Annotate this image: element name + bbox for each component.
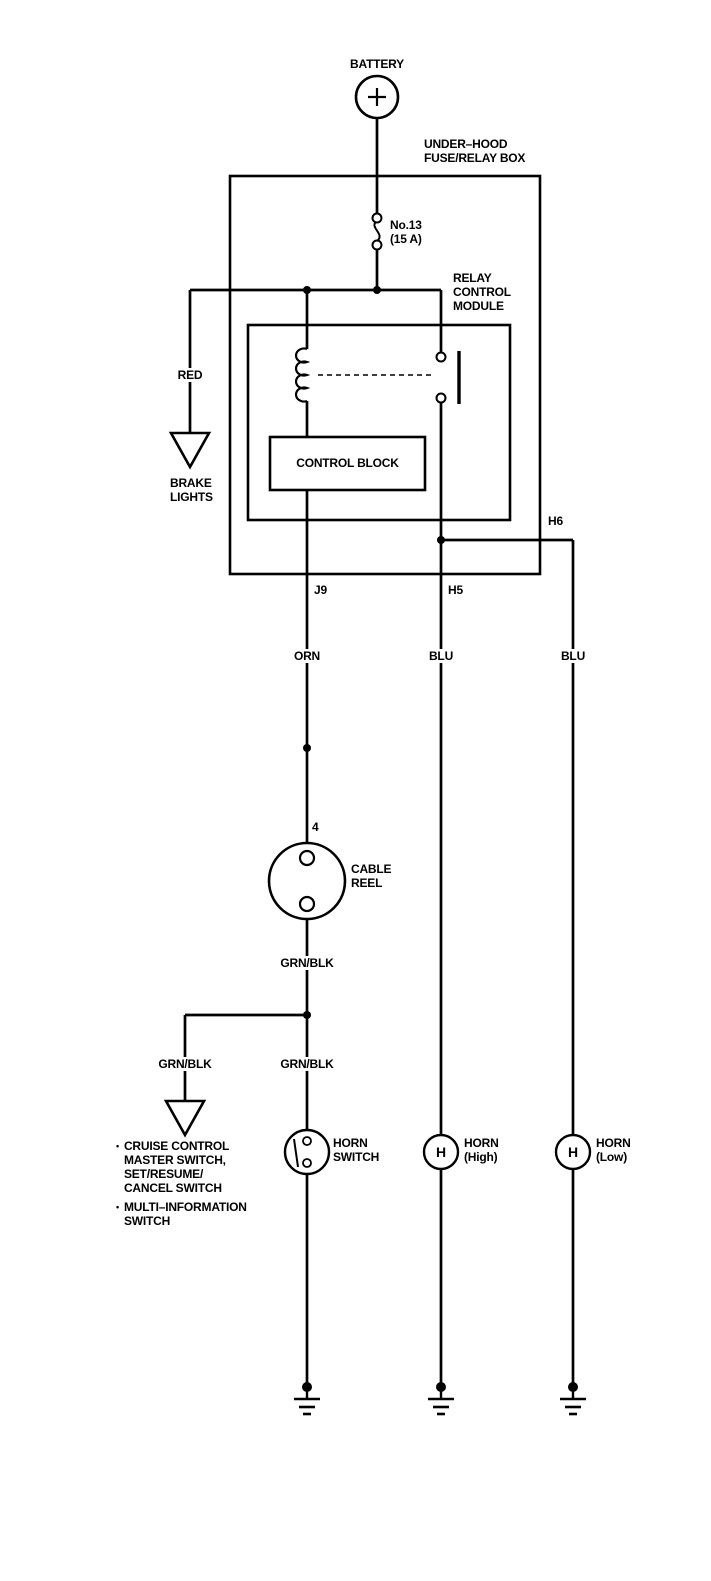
fuse-terminal-bottom-icon (371, 239, 383, 251)
relay-coil-symbol (294, 347, 311, 403)
battery-plus-icon (368, 88, 386, 106)
control-block-label: CONTROL BLOCK (296, 456, 399, 470)
switch-list-item: • MULTI–INFORMATION SWITCH (116, 1200, 291, 1228)
junction-dot (303, 744, 311, 752)
junction-dots (303, 286, 445, 1019)
brake-lights-label: BRAKE LIGHTS (170, 476, 213, 505)
wire-grnblk-upper-label: GRN/BLK (274, 956, 340, 971)
horn-switch-contact-top-icon (302, 1136, 312, 1146)
horn-high-label: HORN (High) (464, 1136, 499, 1165)
horn-low-label: HORN (Low) (596, 1136, 631, 1165)
bullet-icon: • (116, 1141, 119, 1151)
horn-switch-lever (293, 1138, 299, 1168)
wire-red-label: RED (168, 368, 212, 383)
junction-dot (303, 1011, 311, 1019)
ground-symbol-horn-low (560, 1382, 586, 1416)
switch-destination-list: • CRUISE CONTROL MASTER SWITCH, SET/RESU… (116, 1139, 291, 1228)
horn-low-circle (554, 1133, 592, 1171)
junction-dot (303, 286, 311, 294)
ground-symbol-horn-high (428, 1382, 454, 1416)
relay-module-outline (246, 323, 512, 522)
enclosures (228, 174, 542, 576)
connector-h5-label: H5 (448, 583, 463, 597)
relay-contact-top-icon (435, 351, 447, 363)
fuse-element (373, 220, 381, 242)
switch-list-item-text: CRUISE CONTROL MASTER SWITCH, SET/RESUME… (123, 1139, 230, 1196)
relay-control-module-label: RELAY CONTROL MODULE (453, 271, 511, 314)
cruise-switch-arrow-icon (163, 1099, 207, 1138)
horn-switch-label: HORN SWITCH (333, 1136, 380, 1165)
horn-low-h-symbol: H (568, 1144, 578, 1160)
cable-reel-symbol (267, 841, 347, 921)
wire-grnblk-right-label: GRN/BLK (274, 1057, 340, 1072)
fuse-relay-box-label: UNDER–HOOD FUSE/RELAY BOX (424, 137, 526, 166)
junction-dot (437, 536, 445, 544)
battery-label: BATTERY (350, 57, 404, 71)
fuse-terminal-top-icon (371, 212, 383, 224)
connector-j9-label: J9 (314, 583, 327, 597)
cable-reel-label: CABLE REEL (351, 862, 392, 891)
control-block-outline (268, 435, 427, 492)
brake-lights-arrow-icon (168, 431, 212, 470)
cable-reel-pin-label: 4 (312, 820, 319, 834)
wire-grnblk-left-label: GRN/BLK (152, 1057, 218, 1072)
horn-switch-contact-bottom-icon (302, 1158, 312, 1168)
cable-reel-pin-bottom-icon (298, 895, 316, 913)
ground-symbol-horn-switch (294, 1382, 320, 1416)
wire-blu-high-label: BLU (416, 649, 466, 664)
connector-h6-label: H6 (548, 514, 563, 528)
wire-orn-label: ORN (282, 649, 332, 664)
wires (183, 118, 575, 1387)
junction-dot (373, 286, 381, 294)
horn-high-circle (422, 1133, 460, 1171)
switch-list-item-text: MULTI–INFORMATION SWITCH (123, 1199, 247, 1228)
horn-switch-symbol (283, 1128, 331, 1176)
wire-blu-low-label: BLU (548, 649, 598, 664)
cable-reel-pin-top-icon (298, 849, 316, 867)
switch-list-item: • CRUISE CONTROL MASTER SWITCH, SET/RESU… (116, 1139, 291, 1196)
fuse-label: No.13 (15 A) (390, 218, 422, 247)
bullet-icon: • (116, 1201, 119, 1212)
horn-high-h-symbol: H (436, 1144, 446, 1160)
relay-contact-bottom-icon (435, 392, 447, 404)
fuse-relay-box-outline (228, 174, 542, 576)
